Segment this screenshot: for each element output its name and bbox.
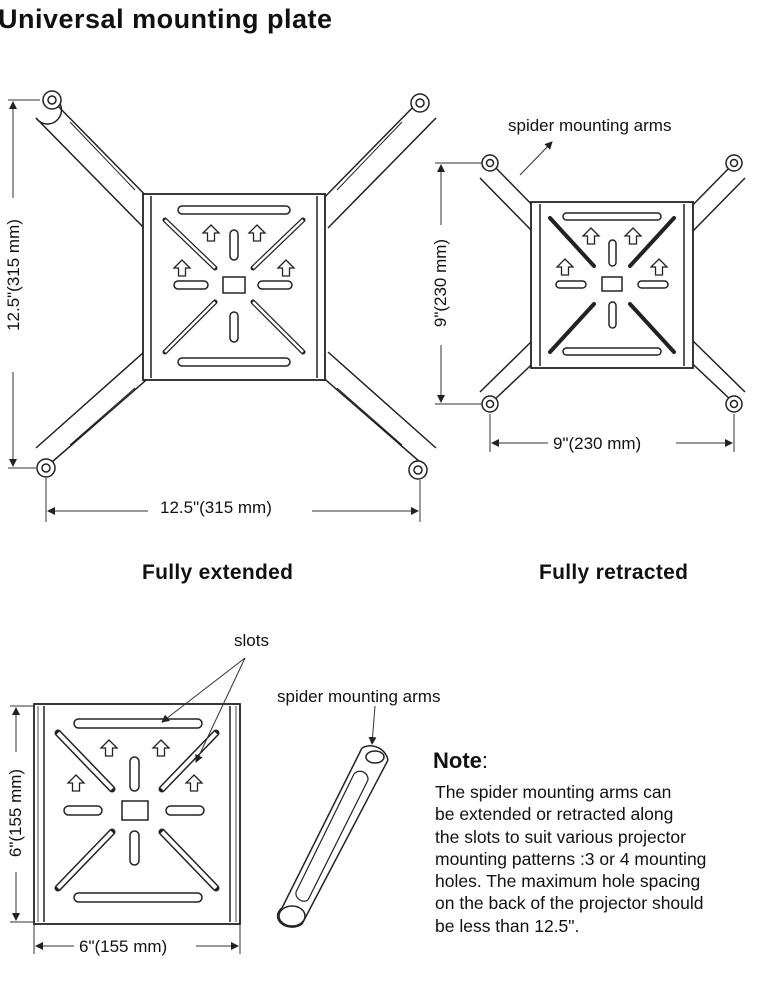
- retracted-width-label: 9"(230 mm): [553, 434, 642, 453]
- plate-width-label: 6"(155 mm): [79, 937, 168, 956]
- extended-mount: [35, 90, 437, 480]
- retracted-dimensions: [435, 141, 735, 452]
- plate-height-label: 6"(155 mm): [6, 768, 25, 858]
- retracted-caption: Fully retracted: [539, 561, 689, 584]
- note-heading: Note:: [433, 748, 488, 774]
- plate-dimensions: [10, 657, 246, 954]
- extended-dimensions: [8, 99, 421, 522]
- slots-callout: slots: [234, 631, 269, 650]
- page-title: Universal mounting plate: [0, 4, 333, 34]
- note-body: The spider mounting arms can be extended…: [435, 782, 707, 936]
- arm-callout-line: [368, 705, 377, 745]
- note-heading-colon: :: [481, 748, 489, 773]
- extended-width-label: 12.5"(315 mm): [160, 498, 272, 517]
- extended-caption: Fully extended: [142, 561, 294, 584]
- retracted-height-label: 9"(230 mm): [431, 238, 450, 328]
- retracted-mount: [479, 154, 746, 413]
- plate-only: [33, 703, 241, 925]
- arm-callout: spider mounting arms: [277, 687, 441, 706]
- retracted-arms-callout: spider mounting arms: [508, 116, 672, 135]
- single-arm: [276, 745, 389, 928]
- note-heading-text: Note: [433, 748, 482, 773]
- extended-height-label: 12.5"(315 mm): [4, 219, 23, 331]
- extended-arms: [35, 90, 437, 480]
